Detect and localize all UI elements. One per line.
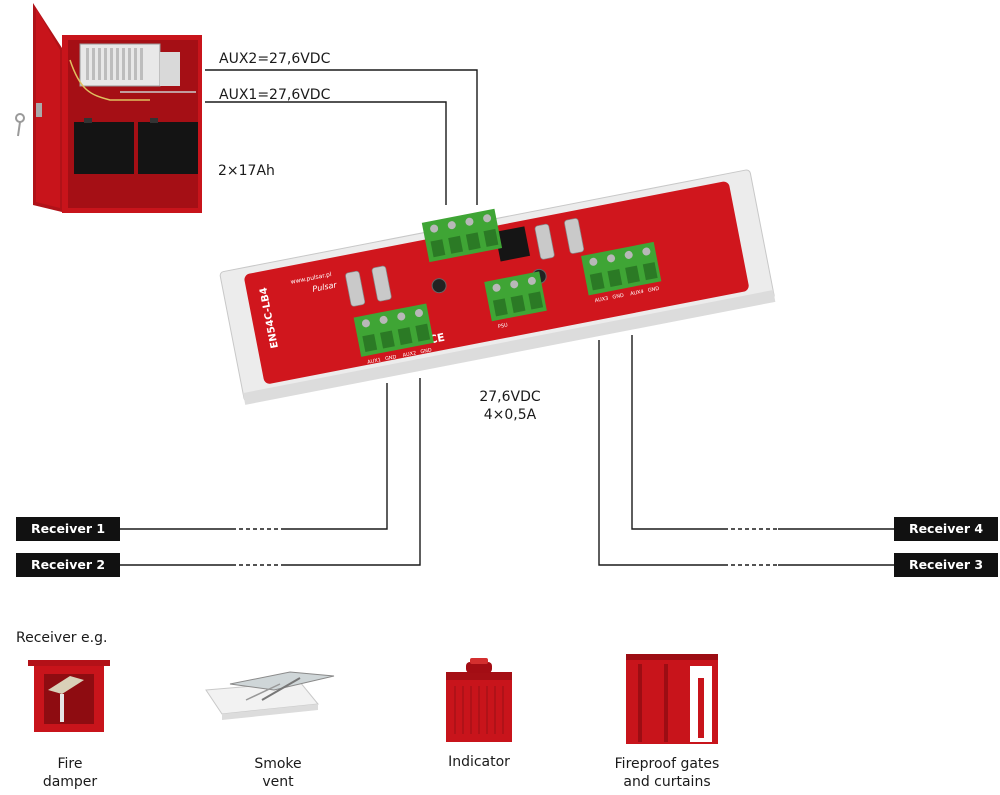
output-voltage-label: 27,6VDC bbox=[479, 389, 541, 405]
terminal-label: GND bbox=[647, 286, 660, 294]
receiver-2-badge: Receiver 2 bbox=[16, 553, 120, 577]
terminal-block-outputs-right bbox=[581, 241, 662, 296]
terminal-label: GND bbox=[420, 347, 433, 355]
smoke-vent-label: Smoke bbox=[254, 756, 302, 772]
terminal-block-psu bbox=[484, 271, 547, 322]
receiver-example-heading: Receiver e.g. bbox=[16, 630, 108, 646]
gates-label-2: and curtains bbox=[623, 774, 711, 790]
lb4-module: EN54C-LB4 www.pulsar.pl Pulsar CE bbox=[219, 169, 776, 405]
terminal-label: GND bbox=[385, 354, 398, 362]
terminal-label: AUX1 bbox=[367, 357, 382, 366]
power-supply-cabinet bbox=[15, 3, 202, 213]
terminal-label: AUX3 bbox=[594, 296, 609, 305]
fire-damper-label: Fire bbox=[57, 756, 83, 772]
aux2-label: AUX2=27,6VDC bbox=[219, 51, 331, 67]
fire-damper-label-2: damper bbox=[42, 774, 98, 790]
gates-label: Fireproof gates bbox=[614, 756, 720, 772]
terminal-label: GND bbox=[612, 293, 625, 301]
receiver-wires bbox=[120, 335, 895, 566]
aux-wires bbox=[205, 69, 478, 205]
smoke-vent-icon bbox=[205, 671, 335, 720]
terminal-label: AUX2 bbox=[402, 350, 417, 359]
receiver-4-badge: Receiver 4 bbox=[894, 517, 998, 541]
indicator-label: Indicator bbox=[448, 754, 510, 770]
battery-label: 2×17Ah bbox=[218, 163, 275, 179]
key-icon bbox=[15, 103, 42, 137]
fire-damper-icon bbox=[28, 660, 110, 732]
indicator-icon bbox=[446, 658, 512, 742]
fireproof-gate-icon bbox=[626, 654, 718, 744]
receiver-3-badge: Receiver 3 bbox=[894, 553, 998, 577]
aux1-label: AUX1=27,6VDC bbox=[219, 87, 331, 103]
terminal-label: PSU bbox=[498, 322, 509, 330]
terminal-label: AUX4 bbox=[630, 289, 645, 298]
terminal-block-outputs-left bbox=[353, 303, 434, 357]
terminal-block-inputs bbox=[421, 208, 503, 263]
receiver-1-badge: Receiver 1 bbox=[16, 517, 120, 541]
output-current-label: 4×0,5A bbox=[483, 407, 537, 423]
smoke-vent-label-2: vent bbox=[262, 774, 294, 790]
